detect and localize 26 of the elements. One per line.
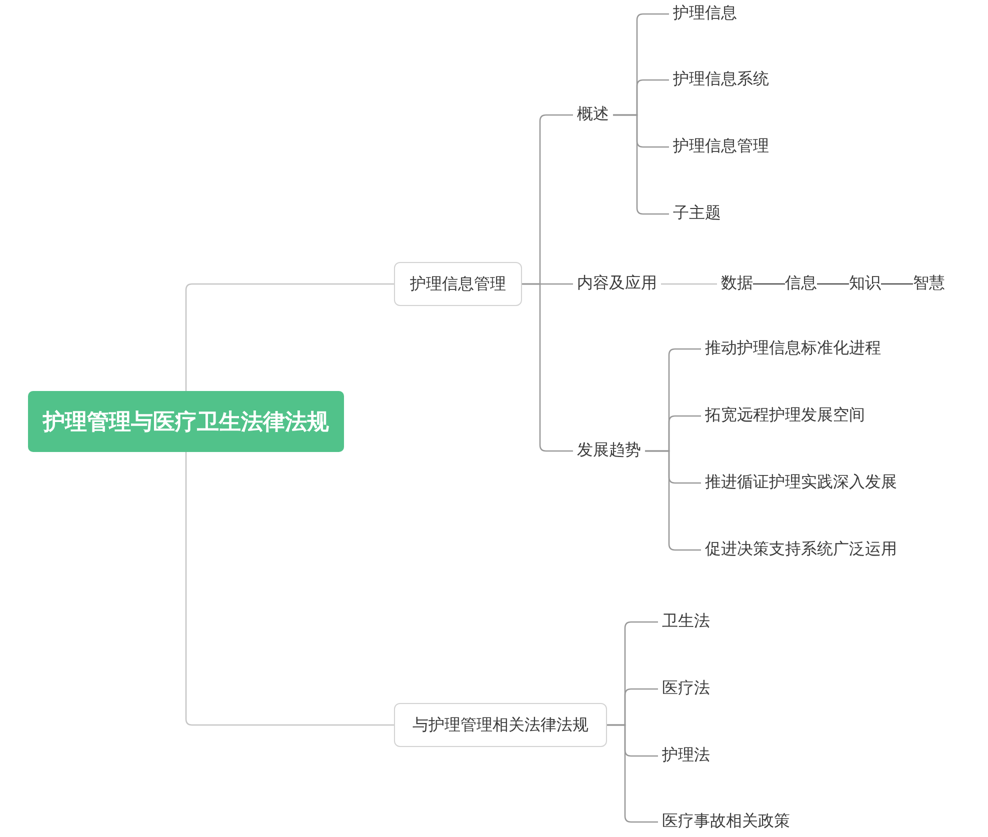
topic-text: 卫生法 xyxy=(662,612,710,632)
topic-text: 推进循证护理实践深入发展 xyxy=(705,473,897,493)
topic-text: 数据——信息——知识——智慧 xyxy=(721,274,945,294)
connector-line xyxy=(185,283,394,391)
topic-text: 概述 xyxy=(577,105,609,125)
topic-text: 医疗事故相关政策 xyxy=(662,812,790,832)
topic-text: 推动护理信息标准化进程 xyxy=(705,339,881,359)
topic-text: 护理信息管理 xyxy=(673,137,769,157)
topic-box: 与护理管理相关法律法规 xyxy=(394,703,607,747)
topic-text: 护理信息系统 xyxy=(673,70,769,90)
topic-text: 医疗法 xyxy=(662,679,710,699)
topic-text: 拓宽远程护理发展空间 xyxy=(705,406,865,426)
topic-box: 护理信息管理 xyxy=(394,262,522,306)
connector-line xyxy=(185,452,394,726)
connector-line xyxy=(607,724,658,823)
connector-line xyxy=(613,114,669,215)
topic-text: 促进决策支持系统广泛运用 xyxy=(705,540,897,560)
topic-text: 发展趋势 xyxy=(577,441,641,461)
connector-line xyxy=(661,283,717,285)
topic-text: 护理法 xyxy=(662,746,710,766)
topic-text: 子主题 xyxy=(673,204,721,224)
connector-line xyxy=(522,283,573,452)
connector-line xyxy=(645,450,701,551)
central-topic-box: 护理管理与医疗卫生法律法规 xyxy=(28,391,344,452)
topic-text: 护理信息 xyxy=(673,4,737,24)
topic-text: 内容及应用 xyxy=(577,274,657,294)
